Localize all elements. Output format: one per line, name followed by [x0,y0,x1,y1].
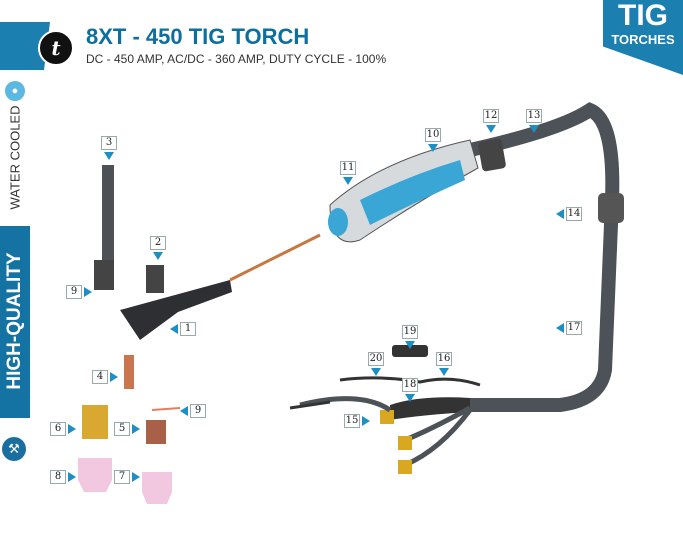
callout-label: 18 [402,378,418,392]
callout-label: 9 [66,285,82,299]
callout-label: 1 [180,322,196,336]
handle-nut [478,138,506,172]
fitting-15 [380,410,394,424]
callout-arrow [362,416,370,426]
callout-arrow [405,394,415,402]
hose [463,102,620,412]
badge-bottom: TORCHES [611,32,675,47]
callout-label: 14 [566,207,582,221]
callout-arrow [110,372,118,382]
collet-body [94,260,114,290]
callout-arrow [428,144,438,152]
leads [289,376,481,410]
back-cap-short [146,265,164,293]
callout-label: 19 [402,325,418,339]
callout-arrow [529,125,539,133]
callout-label: 17 [566,321,582,335]
torch-rod [229,233,321,282]
callout-label: 4 [92,370,108,384]
high-quality-banner: HIGH-QUALITY [0,226,30,418]
callout-arrow [132,424,140,434]
tool-icon: ⚒ [2,437,26,461]
page-subtitle: DC - 450 AMP, AC/DC - 360 AMP, DUTY CYCL… [86,52,387,66]
callout-label: 10 [425,128,441,142]
callout-arrow [371,368,381,376]
callout-arrow [405,341,415,349]
callout-arrow [153,252,163,260]
fitting-b [398,460,412,474]
callout-arrow [180,406,188,416]
page-title: 8XT - 450 TIG TORCH [86,24,310,49]
callout-arrow [104,152,114,160]
callout-arrow [132,472,140,482]
cup-7 [142,472,172,504]
callout-arrow [68,424,76,434]
callout-label: 13 [526,109,542,123]
water-drop-icon: ● [5,81,25,101]
handle-button [328,208,348,236]
hose-joint [598,193,624,223]
electrode [151,407,181,411]
callout-arrow [84,287,92,297]
callout-arrow [486,125,496,133]
badge-top: TIG [618,0,668,32]
connector-19 [392,345,428,357]
collet-body-5 [146,420,166,444]
gas-lens [82,405,108,439]
callout-label: 15 [344,414,360,428]
cable-splitter [390,397,470,420]
callout-arrow [556,209,564,219]
callout-arrow [68,472,76,482]
callout-arrow [170,324,178,334]
callout-arrow [343,177,353,185]
fitting-a [398,436,412,450]
brand-logo: t [38,30,74,66]
handle-grip [360,160,465,225]
callout-label: 9 [190,404,206,418]
callout-label: 7 [114,470,130,484]
callout-arrow [556,323,564,333]
callout-label: 12 [483,109,499,123]
back-cap-long [102,165,114,265]
torch-body [120,280,232,340]
collet [124,355,134,389]
callout-label: 11 [340,161,356,175]
cup-8 [78,458,112,492]
callout-label: 3 [101,136,117,150]
callout-label: 16 [436,352,452,366]
callout-label: 8 [50,470,66,484]
callout-label: 2 [150,236,166,250]
callout-arrow [439,368,449,376]
callout-label: 6 [50,422,66,436]
callout-label: 20 [368,352,384,366]
callout-label: 5 [114,422,130,436]
